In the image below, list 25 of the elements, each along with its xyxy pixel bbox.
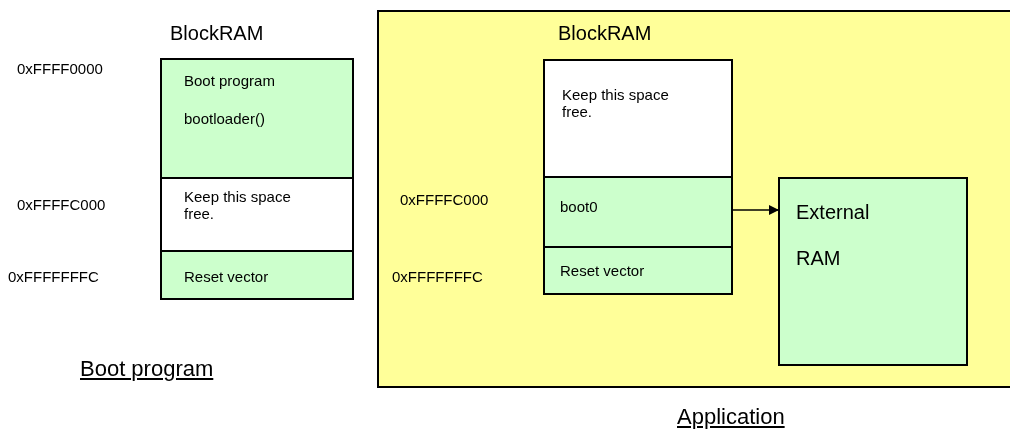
- memory-heading: BlockRAM: [170, 22, 264, 45]
- memory-heading: BlockRAM: [558, 22, 652, 45]
- address-label: 0xFFFFC000: [400, 191, 489, 208]
- external-ram-box: [778, 177, 968, 366]
- memory-region: [160, 58, 354, 179]
- region-label: bootloader(): [184, 110, 265, 127]
- address-label: 0xFFFFFFFC: [392, 268, 483, 285]
- region-label: boot0: [560, 198, 598, 215]
- address-label: 0xFFFFFFFC: [8, 268, 99, 285]
- panel-caption: Application: [677, 404, 785, 430]
- memory-region: [160, 177, 354, 252]
- memory-region: [543, 246, 733, 295]
- memory-region: [160, 250, 354, 300]
- region-label: External RAM: [796, 200, 871, 271]
- address-label: 0xFFFF0000: [17, 60, 103, 77]
- address-label: 0xFFFFC000: [17, 196, 106, 213]
- memory-region: [543, 59, 733, 178]
- arrow: [732, 205, 779, 215]
- region-label: Keep this space free.: [184, 188, 292, 222]
- memory-region: [543, 176, 733, 248]
- diagram-caption: Boot program: [80, 356, 214, 382]
- region-label: Reset vector: [560, 262, 645, 279]
- region-label: Boot program: [184, 72, 275, 89]
- region-label: Reset vector: [184, 268, 269, 285]
- region-label: Keep this space free.: [562, 86, 670, 120]
